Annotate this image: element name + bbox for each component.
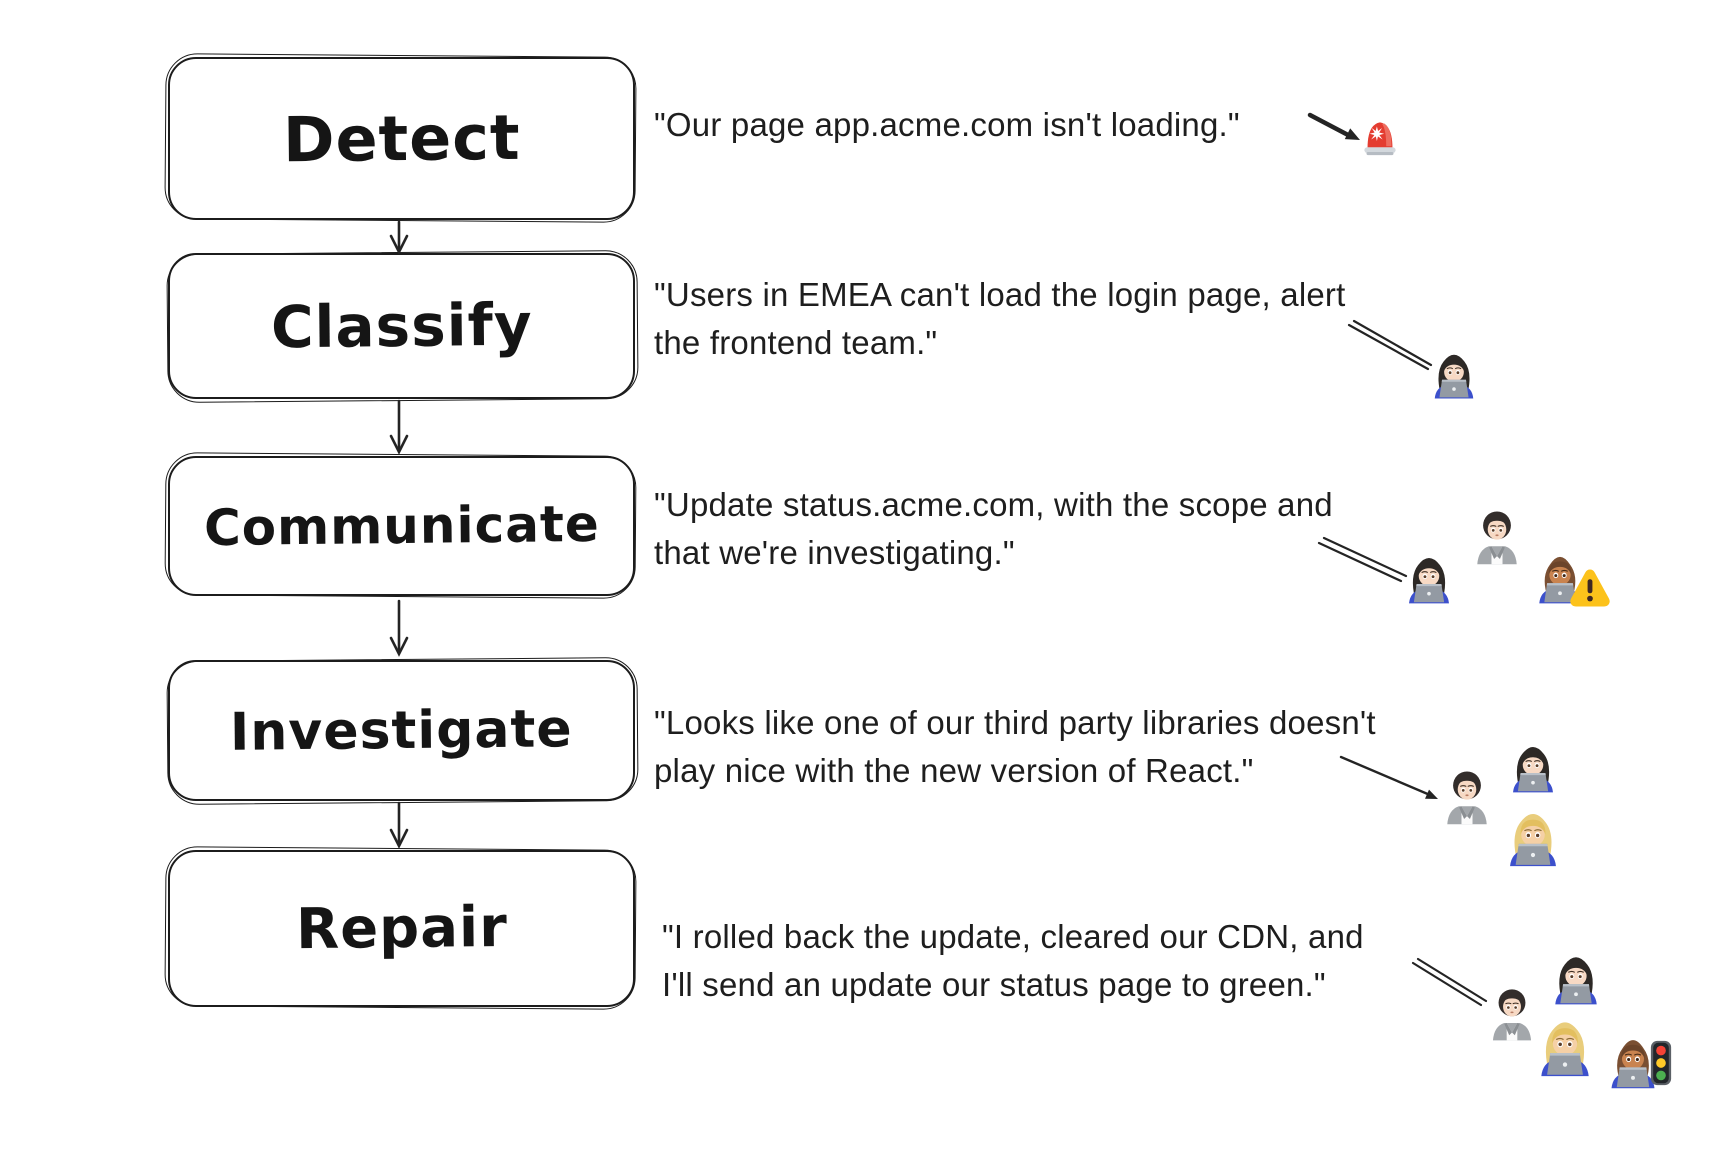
quote-repair: "I rolled back the update, cleared our C… bbox=[662, 913, 1364, 1009]
step-label-repair: Repair bbox=[295, 894, 508, 963]
blonde-woman-technologist-icon bbox=[1533, 1014, 1597, 1078]
step-label-communicate: Communicate bbox=[203, 494, 600, 558]
flow-step-communicate: Communicate bbox=[168, 456, 635, 596]
warning-icon bbox=[1568, 566, 1612, 610]
arrowhead-icon bbox=[389, 234, 409, 255]
pointer-line-repair bbox=[1416, 957, 1488, 1003]
quote-line: "Update status.acme.com, with the scope … bbox=[654, 486, 1333, 523]
arrowhead-icon bbox=[1425, 789, 1438, 799]
arrowhead-icon bbox=[389, 636, 409, 657]
flow-step-investigate: Investigate bbox=[168, 660, 635, 801]
arrowhead-icon bbox=[389, 434, 409, 455]
arrowhead-icon bbox=[389, 828, 409, 849]
step-label-detect: Detect bbox=[282, 100, 521, 177]
woman-technologist-icon bbox=[1428, 348, 1480, 400]
quote-line: "Users in EMEA can't load the login page… bbox=[654, 276, 1346, 313]
pointer-line-repair bbox=[1411, 961, 1483, 1007]
step-label-classify: Classify bbox=[270, 290, 533, 362]
person-icon bbox=[1468, 508, 1526, 566]
woman-technologist-icon bbox=[1548, 950, 1604, 1006]
person-icon bbox=[1438, 768, 1496, 826]
woman-technologist-icon bbox=[1506, 740, 1560, 794]
quote-communicate: "Update status.acme.com, with the scope … bbox=[654, 481, 1333, 577]
quote-detect: "Our page app.acme.com isn't loading." bbox=[654, 101, 1240, 149]
person-icon bbox=[1484, 986, 1540, 1042]
rotating-light-icon bbox=[1354, 114, 1406, 166]
blonde-woman-technologist-icon bbox=[1502, 806, 1564, 868]
quote-line: "Looks like one of our third party libra… bbox=[654, 704, 1376, 741]
pointer-line-classify bbox=[1352, 319, 1433, 367]
quote-line: "I rolled back the update, cleared our C… bbox=[662, 918, 1364, 955]
quote-line: that we're investigating." bbox=[654, 534, 1015, 571]
step-label-investigate: Investigate bbox=[229, 698, 574, 763]
quote-classify: "Users in EMEA can't load the login page… bbox=[654, 271, 1345, 367]
traffic-light-icon bbox=[1638, 1040, 1684, 1086]
quote-line: the frontend team." bbox=[654, 324, 938, 361]
pointer-line-communicate bbox=[1322, 536, 1408, 578]
woman-technologist-icon bbox=[1402, 551, 1456, 605]
flow-step-detect: Detect bbox=[168, 57, 635, 220]
pointer-line-classify bbox=[1347, 323, 1430, 371]
pointer-line-detect bbox=[1307, 112, 1353, 139]
quote-line: play nice with the new version of React.… bbox=[654, 752, 1254, 789]
quote-investigate: "Looks like one of our third party libra… bbox=[654, 699, 1376, 795]
quote-line: I'll send an update our status page to g… bbox=[662, 966, 1326, 1003]
quote-line: "Our page app.acme.com isn't loading." bbox=[654, 106, 1240, 143]
flow-step-repair: Repair bbox=[168, 850, 635, 1007]
flow-step-classify: Classify bbox=[168, 253, 635, 399]
